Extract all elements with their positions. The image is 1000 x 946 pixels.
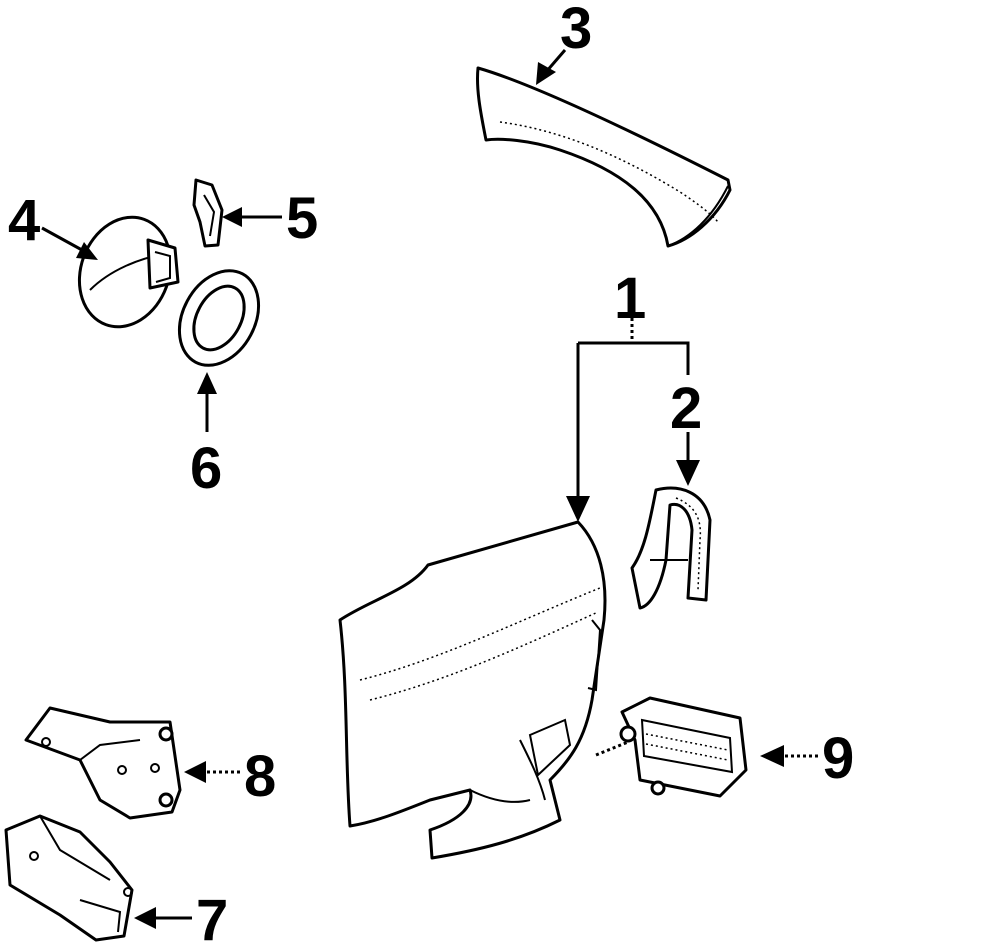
part-9-module <box>619 696 748 798</box>
callout-2: 2 <box>670 376 702 486</box>
callout-5: 5 <box>222 186 318 251</box>
part-4-fuel-door <box>77 215 180 329</box>
part-7-housing <box>4 814 134 942</box>
part-5-bracket <box>192 178 224 248</box>
callout-label-2: 2 <box>670 376 702 441</box>
callout-6: 6 <box>190 372 222 501</box>
callout-label-5: 5 <box>286 186 318 251</box>
callout-label-9: 9 <box>822 726 854 791</box>
part-6-gasket <box>177 269 261 367</box>
callout-label-6: 6 <box>190 436 222 501</box>
callout-3: 3 <box>536 0 592 85</box>
callout-7: 7 <box>134 888 228 946</box>
part-3-molding <box>476 66 732 248</box>
callout-label-7: 7 <box>196 888 228 946</box>
callout-4: 4 <box>8 188 98 260</box>
callout-label-1: 1 <box>614 266 646 331</box>
callout-9: 9 <box>760 726 854 791</box>
callout-1: 1 <box>566 266 690 522</box>
callout-8: 8 <box>184 744 276 809</box>
part-8-bracket <box>24 706 182 820</box>
callout-label-4: 4 <box>8 188 40 253</box>
quarter-panel <box>338 520 629 860</box>
part-2-inner-panel <box>630 486 712 610</box>
callout-label-8: 8 <box>244 744 276 809</box>
